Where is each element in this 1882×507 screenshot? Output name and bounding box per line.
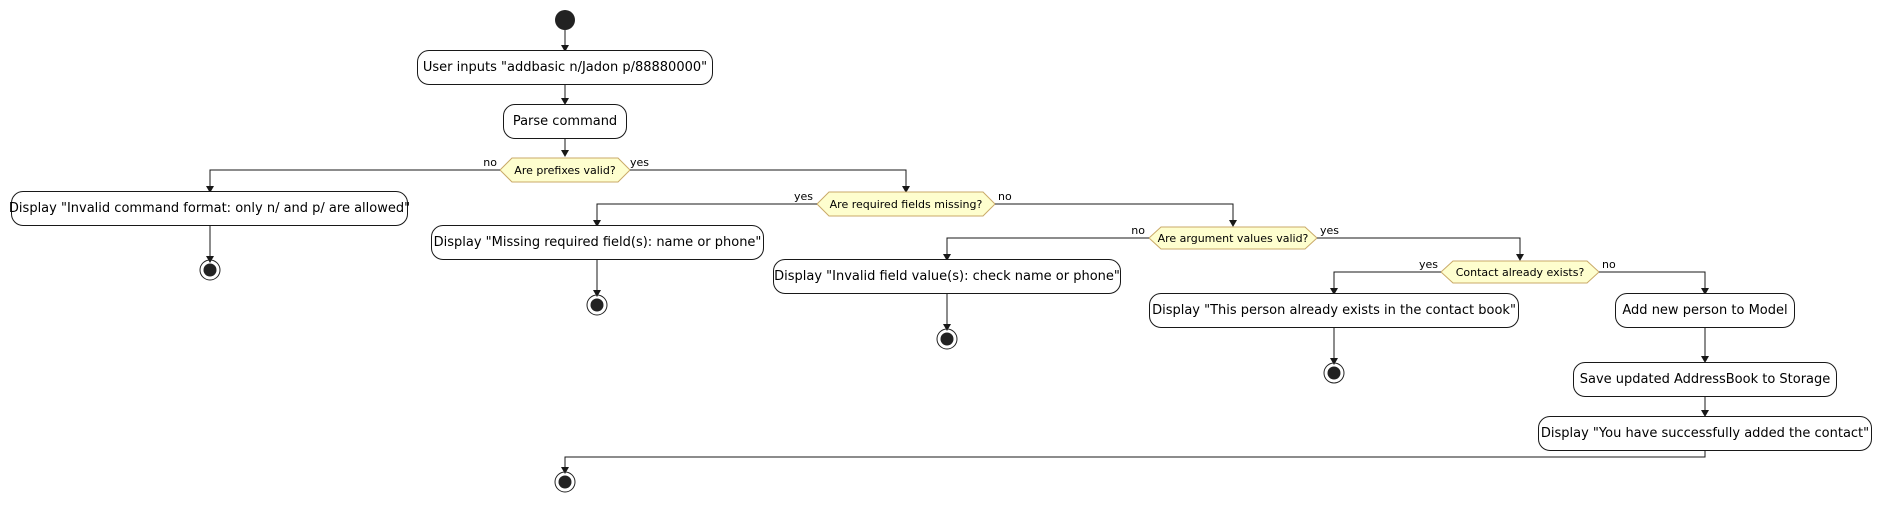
activity-duplicate-contact: Display "This person already exists in t… [1149,293,1519,328]
arrow-success-to-end [561,467,569,474]
activity-user-input: User inputs "addbasic n/Jadon p/88880000… [417,50,713,85]
arrow-values-yes [1516,254,1524,261]
arrow-values-no [943,254,951,261]
activity-add-person: Add new person to Model [1615,293,1795,328]
flow-prefixes-no [209,169,500,187]
decision-prefixes-no-label: no [483,156,497,169]
decision-prefixes-yes-label: yes [630,156,649,169]
end-node-format-core [203,263,217,277]
arrow-duplicate-to-end [1330,358,1338,365]
flow-values-yes [1317,237,1521,254]
end-node-format [199,259,221,281]
activity-missing-fields: Display "Missing required field(s): name… [431,225,764,260]
flow-exists-yes [1333,271,1441,289]
arrow-add-to-save [1701,356,1709,363]
activity-success: Display "You have successfully added the… [1538,416,1872,451]
flow-exists-no [1599,271,1706,289]
decision-values-yes-label: yes [1320,224,1339,237]
activity-invalid-values: Display "Invalid field value(s): check n… [773,259,1121,294]
arrow-prefixes-yes [902,186,910,193]
arrow-start-to-input [561,45,569,52]
end-node-missing [586,294,608,316]
arrow-missing-to-end [593,290,601,297]
end-node-invalid-core [940,332,954,346]
decision-exists-no-label: no [1602,258,1616,271]
arrow-prefixes-no [206,186,214,193]
end-node-duplicate [1323,362,1345,384]
arrow-exists-yes [1330,288,1338,295]
arrow-exists-no [1701,288,1709,295]
activity-parse-command: Parse command [503,104,627,139]
arrow-save-to-success [1701,410,1709,417]
end-node-main-core [558,475,572,489]
activity-invalid-format: Display "Invalid command format: only n/… [9,191,410,226]
arrow-required-yes [593,220,601,227]
decision-required-no-label: no [998,190,1012,203]
flow-required-yes [596,203,817,221]
arrow-input-to-parse [561,98,569,105]
flow-values-no [946,237,1149,255]
decision-required-yes-label: yes [794,190,813,203]
flow-prefixes-yes [630,169,907,186]
end-node-duplicate-core [1327,366,1341,380]
end-node-invalid [936,328,958,350]
activity-save-storage: Save updated AddressBook to Storage [1573,362,1837,397]
decision-values-question: Are argument values valid? [1158,232,1309,245]
decision-required-question: Are required fields missing? [830,198,983,211]
end-node-main [554,471,576,493]
arrow-required-no [1229,220,1237,227]
decision-prefixes-question: Are prefixes valid? [514,164,616,177]
flow-required-no [995,203,1234,220]
decision-values-no-label: no [1131,224,1145,237]
start-node [555,10,575,30]
flow-success-to-end [564,451,1706,469]
decision-exists-question: Contact already exists? [1456,266,1585,279]
arrow-invalid-to-end [943,324,951,331]
end-node-missing-core [590,298,604,312]
decision-exists-yes-label: yes [1419,258,1438,271]
arrow-parse-to-prefixes [561,150,569,157]
